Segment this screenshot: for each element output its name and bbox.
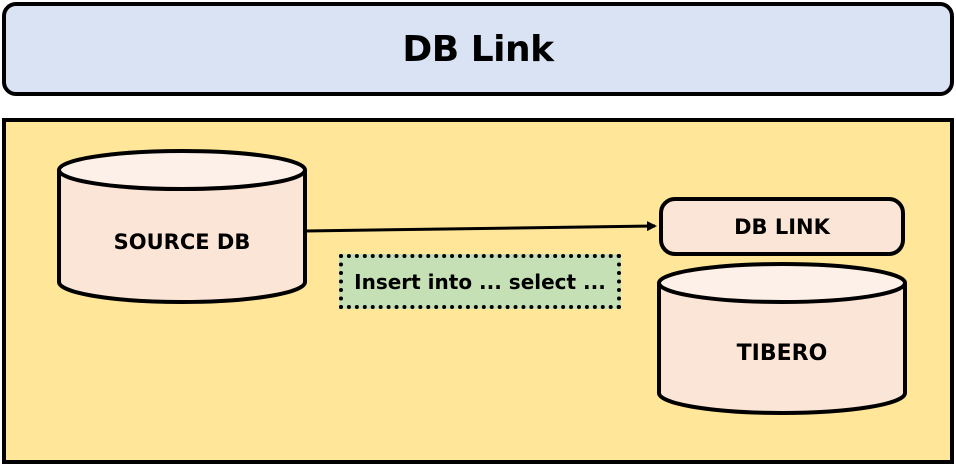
source-db-cylinder (57, 149, 307, 304)
page-title: DB Link (402, 28, 554, 70)
db-link-label: DB LINK (734, 214, 830, 239)
tibero-db-cylinder (657, 262, 907, 415)
source-db-label: SOURCE DB (113, 230, 251, 254)
tibero-db-label: TIBERO (736, 340, 828, 366)
connector-arrow (304, 221, 657, 233)
sql-note-box: Insert into ... select ... (339, 254, 621, 309)
title-banner: DB Link (2, 2, 954, 96)
sql-note-label: Insert into ... select ... (354, 269, 606, 294)
db-link-box: DB LINK (659, 197, 905, 256)
